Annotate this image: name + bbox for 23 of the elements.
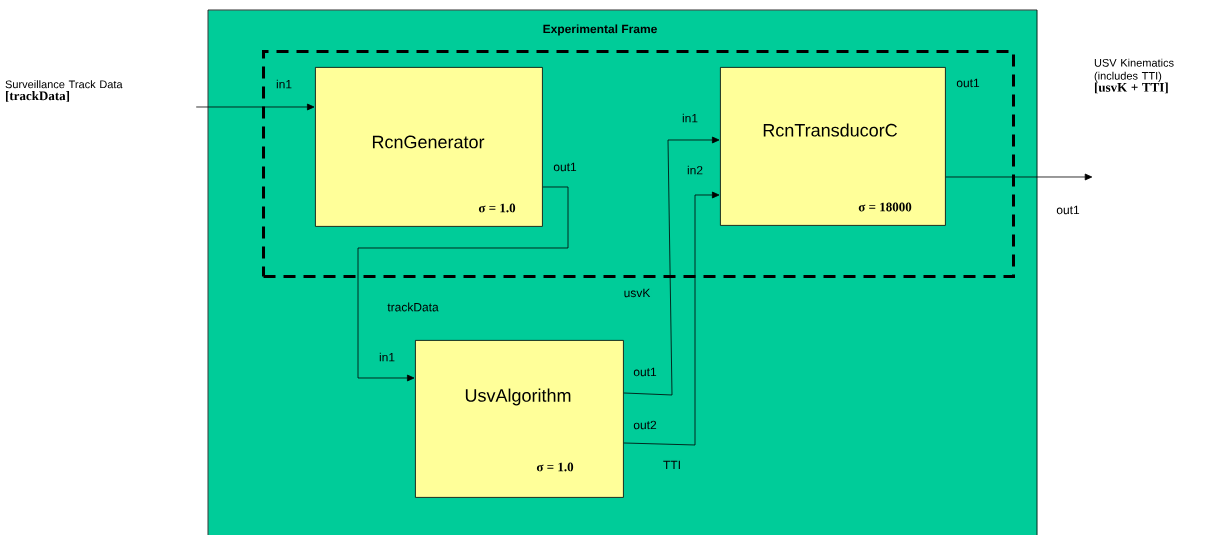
port-label: out1: [956, 78, 980, 88]
port-label: out1: [633, 367, 657, 377]
port-label: out2: [633, 420, 657, 430]
edge-label: trackData: [386, 301, 440, 313]
port-label: in1: [682, 113, 698, 123]
edge-label: TTI: [662, 459, 682, 471]
arrow: [623, 136, 720, 396]
port-label: in2: [687, 165, 703, 175]
dashed-boundary: [262, 50, 1015, 278]
port-label: in1: [276, 79, 292, 89]
arrow: [623, 191, 720, 446]
arrow: [945, 173, 1093, 181]
model-box: UsvAlgorithm σ = 1.0: [415, 340, 624, 498]
port-label: in1: [379, 352, 395, 362]
port-label: USV Kinematics (includes TTI) [usvK + TTI]: [1094, 58, 1174, 94]
port-label: out1: [553, 162, 577, 172]
edge-label: usvK: [622, 287, 652, 299]
model-box: RcnTransducorC σ = 18000: [720, 67, 946, 226]
arrow: [195, 103, 315, 111]
model-box: RcnGenerator σ = 1.0: [315, 67, 543, 227]
port-label: out1: [1056, 205, 1080, 215]
port-label: Surveillance Track Data [trackData]: [5, 80, 123, 102]
arrow: [357, 186, 569, 382]
